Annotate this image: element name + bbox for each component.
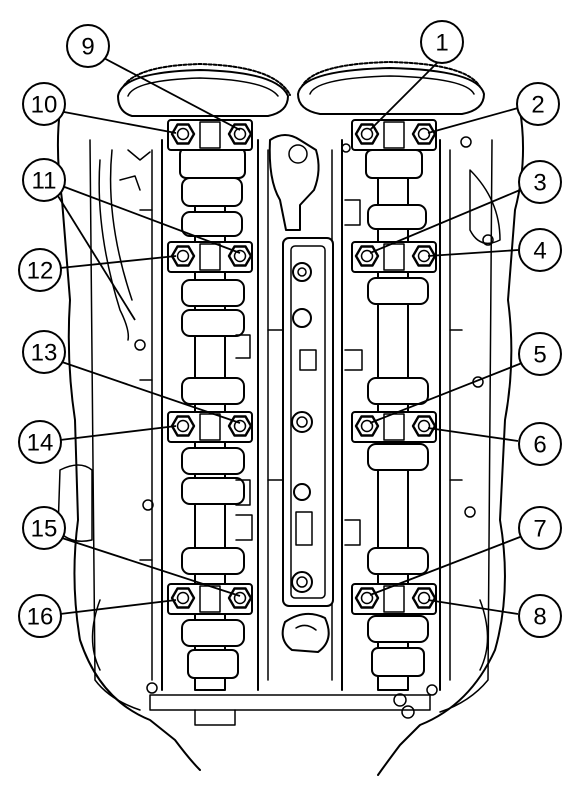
callout-14-label: 14: [27, 430, 54, 457]
bolt-8-washer: [417, 591, 431, 605]
bolt-14-washer: [176, 419, 190, 433]
bolt-2-head: [411, 123, 437, 145]
leader-9: [99, 55, 241, 131]
callout-13: 13: [22, 330, 66, 374]
callout-7: 7: [518, 506, 562, 550]
callout-3: 3: [518, 160, 562, 204]
callout-15-label: 15: [31, 516, 58, 543]
callout-2-label: 2: [531, 92, 544, 119]
bolt-2-washer: [417, 127, 431, 141]
callout-5: 5: [518, 332, 562, 376]
bolt-4-head: [411, 245, 437, 267]
callout-8-label: 8: [533, 604, 546, 631]
callouts: 1 2 3 4 5 6 7 8: [18, 20, 562, 638]
callout-12-label: 12: [27, 258, 54, 285]
center-gallery: [282, 237, 334, 607]
bolt-3-head: [354, 245, 380, 267]
callout-9-label: 9: [81, 34, 94, 61]
right-cam-carrier: [331, 139, 463, 691]
cylinder-head-outline: [56, 109, 525, 776]
leader-16: [59, 599, 177, 615]
bolt-13-washer: [233, 419, 247, 433]
leader-1: [369, 57, 443, 131]
bolt-6-head: [411, 415, 437, 437]
bolt-15-head: [227, 587, 253, 609]
callout-4: 4: [518, 228, 562, 272]
callout-16-label: 16: [27, 604, 54, 631]
leader-lines: [57, 55, 523, 615]
leader-2: [427, 107, 519, 134]
leader-11: [61, 185, 241, 254]
callout-10-label: 10: [31, 92, 58, 119]
bolt-5-head: [354, 415, 380, 437]
bolt-3-washer: [360, 249, 374, 263]
callout-3-label: 3: [533, 170, 546, 197]
callout-8: 8: [518, 594, 562, 638]
leader-7: [369, 536, 521, 596]
bolt-16-head: [170, 587, 196, 609]
bolt-8-head: [411, 587, 437, 609]
bolt-10-head: [170, 123, 196, 145]
callout-14: 14: [18, 420, 62, 464]
callout-6: 6: [518, 422, 562, 466]
bolt-1-washer: [360, 127, 374, 141]
bolt-12-washer: [176, 249, 190, 263]
callout-1-label: 1: [435, 30, 448, 57]
right-cam-sprocket: [297, 61, 485, 115]
bolt-7-head: [354, 587, 380, 609]
leader-6: [427, 427, 519, 442]
bolt-1-head: [354, 123, 380, 145]
leader-14: [59, 425, 177, 441]
bolt-13-head: [227, 415, 253, 437]
callout-7-label: 7: [533, 516, 546, 543]
leader-8: [427, 599, 519, 615]
leader-15: [61, 537, 241, 597]
bolt-9-head: [227, 123, 253, 145]
leader-10: [63, 111, 177, 134]
callout-5-label: 5: [533, 342, 546, 369]
bolt-16-washer: [176, 591, 190, 605]
leader-12: [59, 255, 177, 269]
leader-13: [61, 361, 241, 424]
bolt-15-washer: [233, 591, 247, 605]
leader-4: [427, 249, 519, 257]
callout-12: 12: [18, 248, 62, 292]
bolt-5-washer: [360, 419, 374, 433]
callout-1: 1: [420, 20, 464, 64]
left-cam-carrier: [139, 139, 283, 691]
bolt-10-washer: [176, 127, 190, 141]
leader-11b: [57, 195, 136, 321]
callout-16: 16: [18, 594, 62, 638]
callout-6-label: 6: [533, 432, 546, 459]
front-boss: [268, 134, 330, 653]
bolt-11-washer: [233, 249, 247, 263]
callout-13-label: 13: [31, 340, 58, 367]
callout-9: 9: [66, 24, 110, 68]
callout-11: 11: [22, 158, 66, 202]
bolt-7-washer: [360, 591, 374, 605]
leader-3: [369, 189, 521, 254]
callout-10: 10: [22, 82, 66, 126]
left-cam-sprocket: [117, 63, 291, 117]
leader-5: [369, 362, 523, 424]
callout-4-label: 4: [533, 238, 546, 265]
callout-2: 2: [516, 82, 560, 126]
bolt-6-washer: [417, 419, 431, 433]
callout-11-label: 11: [32, 168, 57, 195]
bearing-cap-bolts: [170, 123, 437, 609]
bolt-9-washer: [233, 127, 247, 141]
callout-15: 15: [22, 506, 66, 550]
